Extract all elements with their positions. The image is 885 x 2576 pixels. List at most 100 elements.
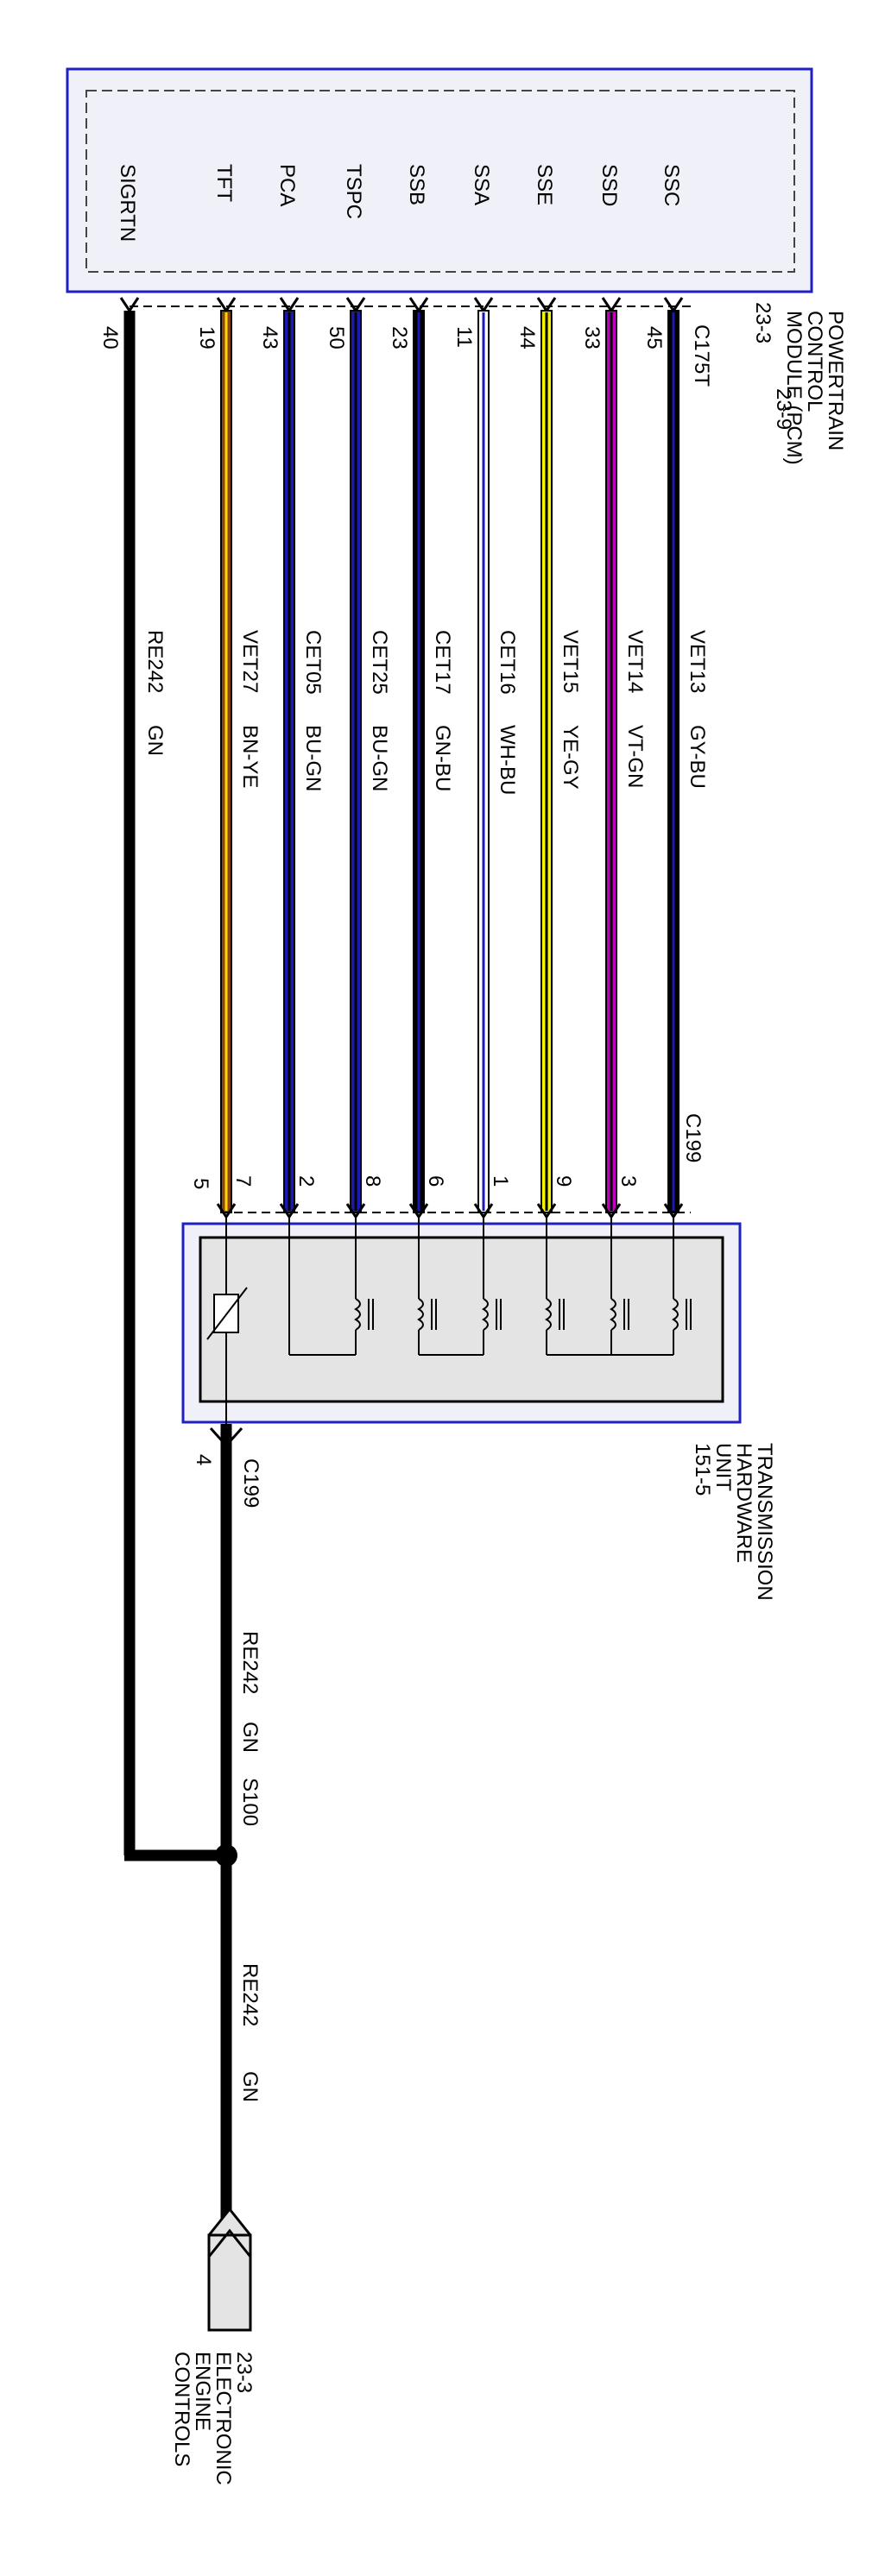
pcm-pin-connector	[408, 297, 429, 313]
pcm-pin-number: 43	[258, 326, 281, 350]
pcm-ref-right: 23-9	[772, 388, 795, 430]
wire-color-label: BN-YE	[238, 725, 262, 788]
solenoid-coil	[610, 1298, 616, 1331]
solenoid-coil	[545, 1298, 552, 1331]
ground-seg2-circuit: RE242	[238, 1963, 262, 2026]
svg-text:11: 11	[452, 326, 476, 348]
thu-title: TRANSMISSION HARDWARE UNIT 151-5	[691, 1443, 776, 1601]
pcm-refs: 23-3 23-9	[751, 302, 795, 430]
svg-text:9: 9	[552, 1175, 575, 1187]
eec-ref: 23-3	[232, 2352, 256, 2393]
pcm-title-line-1: POWERTRAIN	[824, 311, 847, 450]
svg-text:44: 44	[515, 326, 539, 350]
wire-circuit-label: VET14	[623, 630, 647, 693]
pcm-connector-label: C175T	[690, 324, 713, 387]
thu-bottom-connector-label: C199	[239, 1458, 262, 1508]
wire-color-label: YE-GY	[559, 725, 582, 790]
pcm-pin-number: 11	[452, 326, 476, 348]
svg-text:43: 43	[258, 326, 281, 350]
wire-color-label: GN-BU	[431, 725, 454, 791]
splice-label: S100	[238, 1778, 262, 1826]
svg-text:C175T: C175T	[690, 324, 713, 387]
svg-text:RE242: RE242	[238, 1631, 262, 1694]
svg-text:5: 5	[189, 1178, 212, 1189]
thu-inner-box	[199, 1236, 724, 1403]
pcm-title-line-3: MODULE (PCM)	[782, 311, 806, 465]
thu-bottom-connector	[209, 1427, 243, 1448]
pcm-pin-label: SSE	[533, 164, 556, 205]
pcm-module-box	[66, 67, 813, 293]
svg-text:2: 2	[294, 1175, 318, 1187]
svg-text:CET05: CET05	[301, 630, 325, 695]
thu-pin-number: 9	[552, 1175, 575, 1187]
eec-label-line-2: ENGINE	[191, 2352, 214, 2431]
thu-title-line-1: TRANSMISSION	[753, 1443, 776, 1601]
pcm-pin-connector	[279, 297, 300, 313]
pcm-pin-connector	[536, 297, 557, 313]
pcm-pin-label: SSA	[470, 164, 493, 205]
thu-pin-left-label: 5	[189, 1178, 212, 1189]
eec-connector-arrow	[207, 2228, 252, 2258]
wire-circuit-label: CET05	[301, 630, 325, 695]
thu-title-line-2: HARDWARE	[732, 1443, 755, 1563]
pcm-pin-connector	[473, 297, 494, 313]
eec-connector	[207, 2207, 252, 2332]
pcm-pin-connector	[119, 297, 140, 313]
svg-text:VET27: VET27	[238, 630, 262, 693]
solenoid-coil	[417, 1298, 424, 1331]
pcm-pin-connector	[345, 297, 366, 313]
svg-text:GY-BU: GY-BU	[686, 725, 709, 789]
pcm-pin-label: SSC	[660, 164, 683, 206]
wire-circuit-label: VET27	[238, 630, 262, 693]
thu-pin-number: 8	[361, 1175, 384, 1187]
sigrtn-circuit: RE242	[143, 630, 167, 693]
thu-internals	[206, 1217, 692, 1424]
svg-text:RE242: RE242	[143, 630, 167, 693]
eec-label-line-1: ELECTRONIC	[212, 2352, 235, 2485]
eec-label-line-3: CONTROLS	[170, 2352, 193, 2466]
svg-text:S100: S100	[238, 1778, 262, 1826]
svg-text:BN-YE: BN-YE	[238, 725, 262, 788]
pcm-ref-left: 23-3	[751, 302, 774, 343]
pcm-pin-number: 45	[642, 326, 666, 350]
svg-text:C199: C199	[681, 1113, 705, 1162]
wire-color-label: GY-BU	[686, 725, 709, 789]
thu-pin-number: 2	[294, 1175, 318, 1187]
thu-pin-number: 7	[231, 1175, 255, 1187]
pcm-pin-number: 44	[515, 326, 539, 350]
ground-seg2-color: GN	[238, 2071, 262, 2102]
ground-seg1-color: GN	[238, 1722, 262, 1753]
svg-text:50: 50	[325, 326, 348, 350]
svg-text:CET16: CET16	[496, 630, 519, 695]
wire-circuit-label: CET16	[496, 630, 519, 695]
svg-text:GN: GN	[238, 1722, 262, 1753]
pcm-pin-number: 19	[195, 326, 218, 350]
svg-text:VET14: VET14	[623, 630, 647, 693]
svg-text:BU-GN: BU-GN	[301, 725, 325, 791]
wire-color-label: BU-GN	[301, 725, 325, 791]
svg-text:4: 4	[192, 1454, 215, 1465]
pcm-pin-label: SSD	[597, 164, 621, 206]
svg-text:WH-BU: WH-BU	[496, 725, 519, 795]
pcm-title-line-2: CONTROL	[803, 311, 826, 412]
pcm-pin-number: 40	[98, 326, 122, 350]
svg-text:GN-BU: GN-BU	[431, 725, 454, 791]
svg-text:3: 3	[616, 1175, 640, 1187]
pcm-pin-tft: TFT	[212, 164, 236, 202]
svg-text:23: 23	[388, 326, 411, 350]
svg-text:GN: GN	[238, 2071, 262, 2102]
eec-label: 23-3 ELECTRONIC ENGINE CONTROLS	[170, 2352, 256, 2485]
pcm-pin-label: SSB	[405, 164, 428, 205]
pcm-pin-label: SIGRTN	[116, 164, 139, 242]
pcm-pin-ssa: SSA	[470, 164, 493, 205]
splice-s100	[215, 1844, 237, 1867]
solenoid-coil	[354, 1298, 361, 1331]
pcm-pin-connector	[216, 297, 237, 313]
svg-text:GN: GN	[143, 725, 167, 756]
wire-circuit-label: CET25	[368, 630, 391, 695]
svg-text:YE-GY: YE-GY	[559, 725, 582, 790]
svg-text:6: 6	[424, 1175, 447, 1187]
solenoid-coil	[482, 1298, 489, 1331]
thu-pin-number: 1	[489, 1175, 512, 1187]
